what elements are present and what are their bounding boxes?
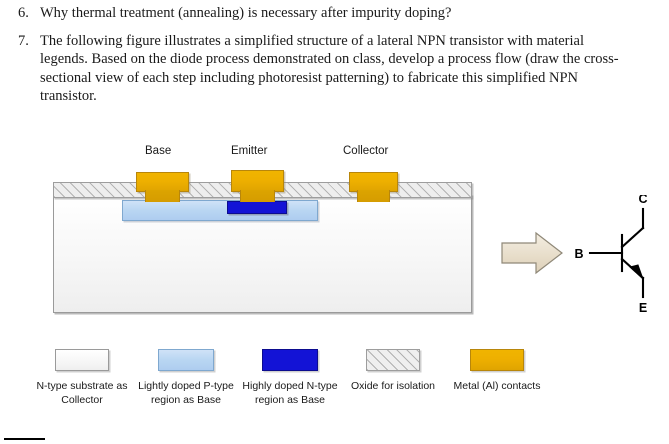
- symbol-pin-collector: C: [638, 195, 647, 206]
- metal-contact-collector-cap: [349, 172, 398, 192]
- legend-label-oxide-isolation: Oxide for isolation: [350, 380, 436, 392]
- question-item-6: 6. Why thermal treatment (annealing) is …: [18, 4, 638, 23]
- symbol-pin-emitter: E: [639, 301, 647, 315]
- legend-swatch-oxide-isolation: [366, 349, 420, 371]
- figure-label-base: Base: [145, 145, 172, 157]
- footer-rule: [4, 438, 45, 440]
- legend-oxide-hatch-pattern: [367, 350, 419, 370]
- question-text: The following figure illustrates a simpl…: [40, 32, 619, 105]
- material-legend: N-type substrate as Collector Lightly do…: [0, 340, 669, 444]
- legend-item-lightly-doped-p-region: Lightly doped P-type region as Base: [134, 349, 238, 407]
- metal-contact-emitter-stem: [240, 190, 275, 202]
- legend-item-oxide-isolation: Oxide for isolation: [344, 349, 442, 394]
- npn-transistor-symbol: [588, 207, 645, 299]
- legend-item-highly-doped-n-region: Highly doped N-type region as Base: [238, 349, 342, 407]
- figure-label-emitter: Emitter: [231, 145, 268, 157]
- legend-label-highly-doped-n-region: Highly doped N-type region as Base: [242, 380, 338, 406]
- highly-doped-n-region: [227, 201, 287, 214]
- question-number: 7.: [18, 32, 29, 49]
- legend-swatch-highly-doped-n-region: [262, 349, 318, 371]
- legend-label-metal-contacts: Metal (Al) contacts: [453, 380, 541, 392]
- metal-contact-base-stem: [145, 190, 180, 202]
- question-number: 6.: [18, 5, 29, 21]
- symbol-pin-base: B: [574, 247, 583, 261]
- emitter-arrowhead-icon: [628, 264, 644, 280]
- legend-label-n-type-substrate: N-type substrate as Collector: [36, 380, 128, 406]
- lightly-doped-p-region: [122, 200, 318, 221]
- question-item-7: 7. The following figure illustrates a si…: [18, 32, 638, 106]
- legend-swatch-metal-contacts: [470, 349, 524, 371]
- metal-contact-emitter-cap: [231, 170, 284, 192]
- metal-contact-base-cap: [136, 172, 189, 192]
- legend-item-n-type-substrate: N-type substrate as Collector: [26, 349, 138, 407]
- legend-swatch-n-type-substrate: [55, 349, 109, 371]
- right-arrow-icon: [501, 231, 563, 275]
- equivalent-symbol-pane: C B E: [480, 192, 669, 335]
- legend-swatch-lightly-doped-p-region: [158, 349, 214, 371]
- figure-label-collector: Collector: [343, 145, 389, 157]
- transistor-cross-section-figure: Base Emitter Collector: [0, 128, 669, 328]
- question-list: 6. Why thermal treatment (annealing) is …: [18, 4, 638, 115]
- legend-label-lightly-doped-p-region: Lightly doped P-type region as Base: [138, 380, 234, 406]
- legend-item-metal-contacts: Metal (Al) contacts: [448, 349, 546, 394]
- metal-contact-collector-stem: [357, 190, 390, 202]
- symbol-svg: C B E: [501, 192, 648, 315]
- question-text: Why thermal treatment (annealing) is nec…: [40, 5, 452, 21]
